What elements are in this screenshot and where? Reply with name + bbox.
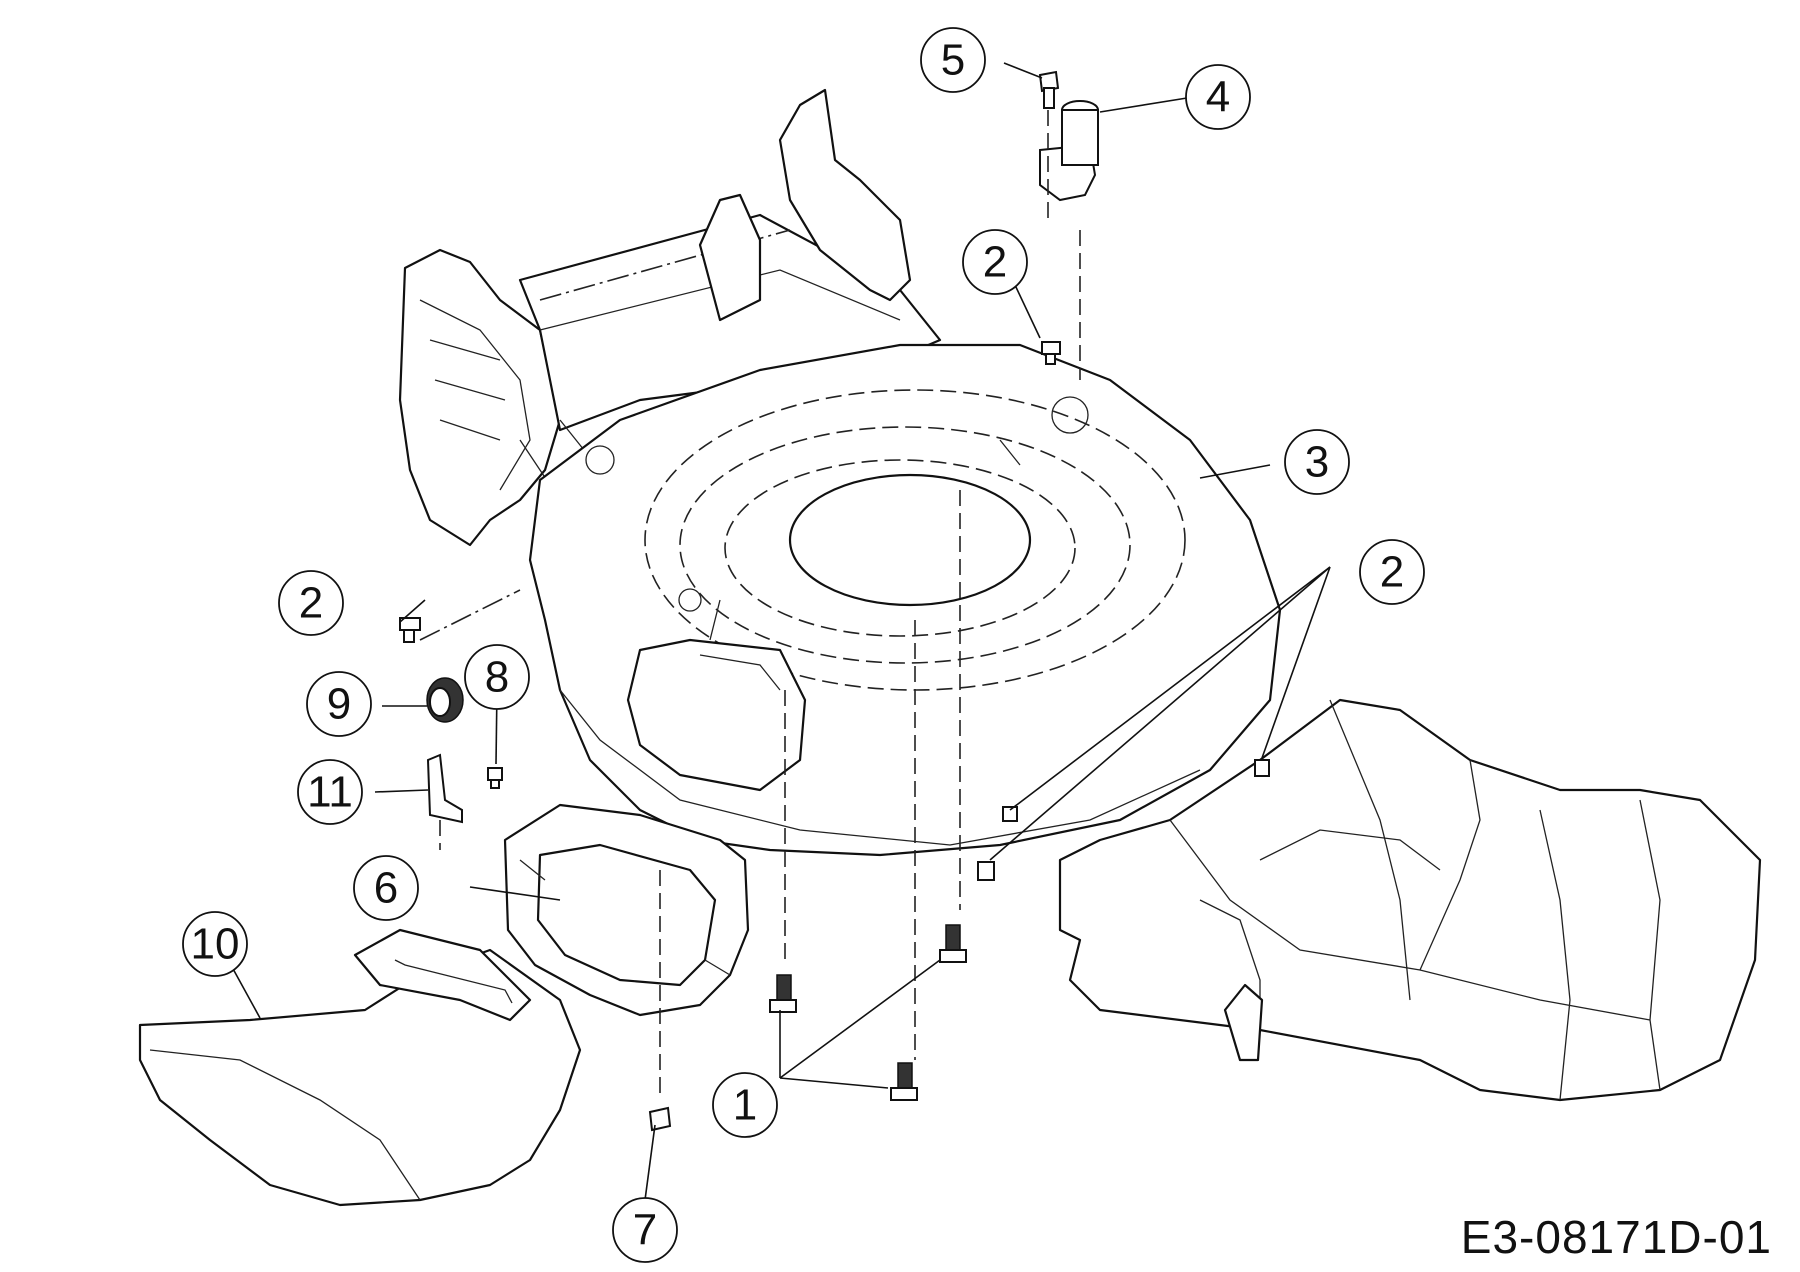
callout-10: 10	[182, 911, 248, 977]
mower-deck	[528, 343, 1282, 857]
svg-text:8: 8	[485, 653, 509, 702]
callout-4: 4	[1185, 64, 1251, 130]
svg-text:11: 11	[307, 768, 353, 817]
callout-1: 1	[712, 1072, 778, 1138]
svg-text:7: 7	[633, 1206, 657, 1255]
svg-text:2: 2	[983, 238, 1007, 287]
plug-9	[426, 677, 464, 723]
bracket-11	[426, 753, 463, 824]
leader-lines	[231, 62, 1331, 1201]
svg-text:4: 4	[1206, 73, 1230, 122]
svg-text:6: 6	[374, 864, 398, 913]
bolt-1a	[769, 974, 797, 1013]
rear-frame	[398, 88, 942, 547]
callout-8: 8	[464, 644, 530, 710]
screw-2-r1	[1002, 806, 1018, 822]
mulch-insert	[503, 803, 750, 1017]
callout-2-left: 2	[278, 570, 344, 636]
svg-text:3: 3	[1305, 438, 1329, 487]
svg-text:1: 1	[733, 1081, 757, 1130]
screw-2-r2	[1254, 759, 1270, 777]
screw-2-r3	[977, 861, 995, 881]
bolt-1c	[890, 1062, 918, 1101]
screw-2-top	[1041, 341, 1061, 365]
screw-8	[487, 767, 503, 789]
rear-cover	[1058, 698, 1762, 1102]
callout-6: 6	[353, 855, 419, 921]
callout-3: 3	[1284, 429, 1350, 495]
svg-text:10: 10	[191, 920, 240, 969]
bolt-1b	[939, 924, 967, 963]
side-discharge-chute	[138, 928, 582, 1207]
drawing-code: E3-08171D-01	[1460, 1211, 1772, 1263]
screw-2-left	[399, 617, 421, 643]
callout-11: 11	[297, 759, 363, 825]
callout-2-top: 2	[962, 229, 1028, 295]
svg-text:2: 2	[1380, 548, 1404, 597]
callout-5: 5	[920, 27, 986, 93]
svg-text:5: 5	[941, 36, 965, 85]
assembly-lines	[419, 110, 1081, 1100]
callout-2-right: 2	[1359, 539, 1425, 605]
svg-text:9: 9	[327, 680, 351, 729]
callout-7: 7	[612, 1197, 678, 1263]
svg-text:2: 2	[299, 579, 323, 628]
nut-7	[648, 1106, 672, 1132]
callout-9: 9	[306, 671, 372, 737]
hardware	[399, 70, 1270, 1132]
